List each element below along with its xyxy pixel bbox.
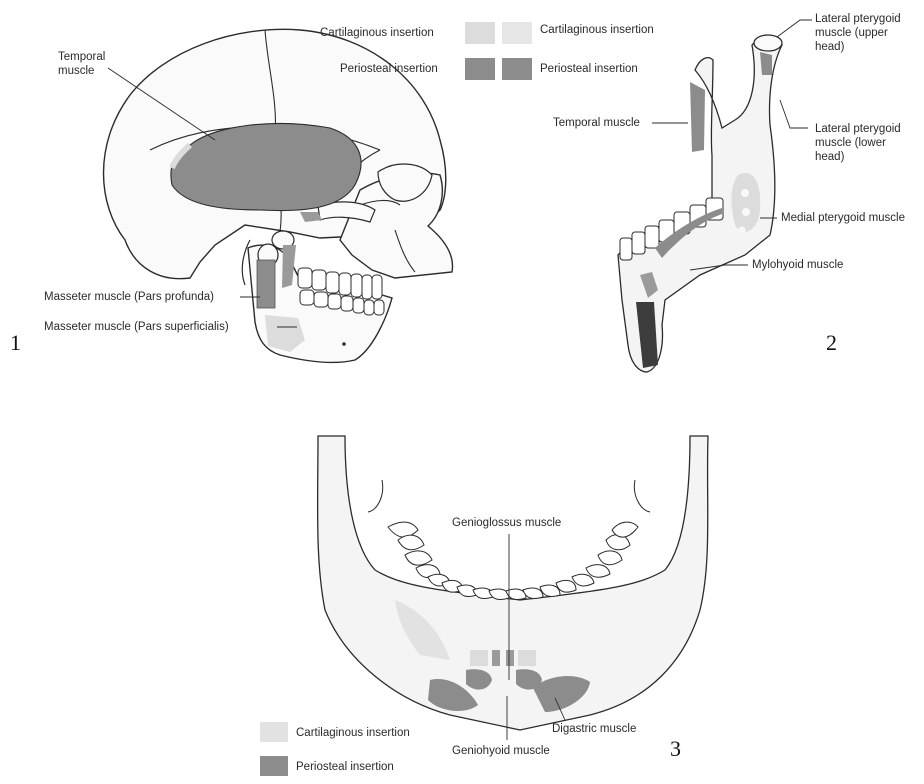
figure-number-3: 3 xyxy=(670,736,681,762)
legend-cartilaginous-left-label: Cartilaginous insertion xyxy=(320,26,434,40)
masseter-profunda-insertion xyxy=(257,260,275,308)
legend-top-periosteal-right xyxy=(502,58,532,80)
fig1-masseter-superficialis-label: Masseter muscle (Pars superficialis) xyxy=(44,320,229,334)
legend-cartilaginous-right-label: Cartilaginous insertion xyxy=(540,23,654,37)
legend-top-periosteal-left xyxy=(465,58,495,80)
legend-top-cartilaginous-left xyxy=(465,22,495,44)
legend-periosteal-left-label: Periosteal insertion xyxy=(340,62,438,76)
legend-bottom-cartilaginous xyxy=(260,722,288,742)
legend-top-cartilaginous-right xyxy=(502,22,532,44)
fig2-lateral-pterygoid-upper-label: Lateral pterygoid muscle (upper head) xyxy=(815,12,915,54)
legend-bottom-periosteal xyxy=(260,756,288,776)
figure-number-1: 1 xyxy=(10,330,21,356)
fig3-genioglossus-label: Genioglossus muscle xyxy=(452,516,561,530)
fig3-legend-cartilaginous-label: Cartilaginous insertion xyxy=(296,726,410,740)
fig2-lateral-pterygoid-lower-label: Lateral pterygoid muscle (lower head) xyxy=(815,122,915,164)
fig3-legend-periosteal-label: Periosteal insertion xyxy=(296,760,394,774)
fig1-temporal-muscle-label: Temporal muscle xyxy=(58,50,128,78)
legend-periosteal-right-label: Periosteal insertion xyxy=(540,62,638,76)
fig2-mylohyoid-label: Mylohyoid muscle xyxy=(752,258,843,272)
fig3-geniohyoid-label: Geniohyoid muscle xyxy=(452,744,550,758)
fig2-temporal-muscle-label: Temporal muscle xyxy=(553,116,640,130)
fig3-digastric-label: Digastric muscle xyxy=(552,722,636,736)
figure-number-2: 2 xyxy=(826,330,837,356)
fig1-masseter-profunda-label: Masseter muscle (Pars profunda) xyxy=(44,290,214,304)
fig2-medial-pterygoid-label: Medial pterygoid muscle xyxy=(781,211,905,225)
mandible-frontal-figure xyxy=(318,436,708,730)
